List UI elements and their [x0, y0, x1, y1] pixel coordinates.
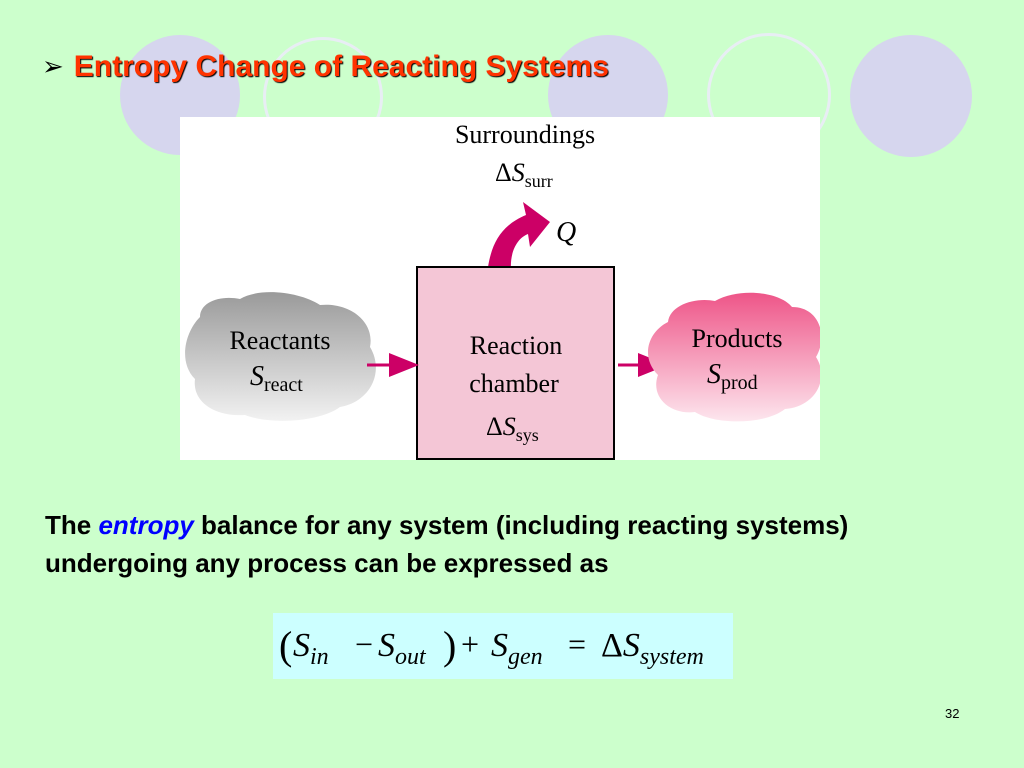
decorative-circle — [850, 35, 972, 157]
equation-s-out: Sout — [378, 627, 427, 670]
equation-open-paren: ( — [279, 623, 292, 668]
delta-s-sys-label: ΔSsys — [486, 412, 539, 445]
title-row: ➢ Entropy Change of Reacting Systems — [42, 50, 609, 84]
bullet-arrow-icon: ➢ — [42, 52, 64, 82]
equation-plus: + — [461, 626, 479, 662]
delta-s-surr-label: ΔSsurr — [495, 158, 553, 191]
chamber-label-line2: chamber — [469, 369, 559, 398]
page-number: 32 — [945, 706, 960, 721]
chamber-label-line1: Reaction — [470, 331, 562, 360]
heat-label: Q — [556, 217, 576, 248]
equation-minus: − — [355, 626, 373, 662]
s-react-label: Sreact — [250, 361, 303, 396]
body-emphasis: entropy — [98, 510, 194, 540]
slide-title: Entropy Change of Reacting Systems — [73, 50, 609, 83]
reactants-cloud — [185, 292, 376, 421]
reaction-diagram: Surroundings ΔSsurr Q Reaction chamber Δ… — [180, 117, 820, 460]
s-prod-label: Sprod — [707, 359, 758, 394]
equation-close-paren: ) — [443, 623, 456, 668]
equation-equals: = — [568, 626, 586, 662]
reaction-diagram-svg: Surroundings ΔSsurr Q Reaction chamber Δ… — [185, 120, 820, 460]
body-text-before: The — [45, 510, 99, 540]
body-paragraph: The entropy balance for any system (incl… — [45, 506, 985, 582]
products-cloud — [648, 292, 820, 422]
body-text-after: balance for any system (including reacti… — [45, 510, 849, 578]
reaction-chamber-box — [416, 266, 615, 460]
equation-s-in: Sin — [293, 627, 329, 670]
reactants-label: Reactants — [229, 326, 330, 355]
products-label: Products — [692, 324, 783, 353]
surroundings-label: Surroundings — [455, 120, 595, 149]
equation-svg: ( Sin − Sout ) + Sgen = ΔSsystem — [279, 623, 704, 670]
heat-arrow-icon — [488, 202, 550, 277]
equation-delta-s-system: ΔSsystem — [601, 627, 704, 670]
equation-s-gen: Sgen — [491, 627, 543, 670]
entropy-balance-equation: ( Sin − Sout ) + Sgen = ΔSsystem — [273, 613, 733, 679]
